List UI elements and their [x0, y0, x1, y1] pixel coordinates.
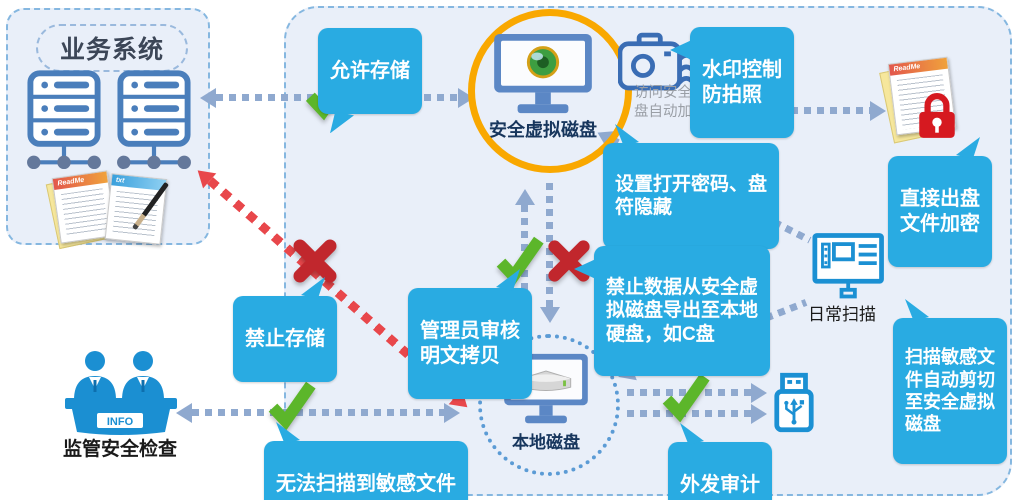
arrow-local-to-usb-2 — [627, 403, 767, 424]
daily-scan-label: 日常扫描 — [808, 305, 876, 324]
regulator-desk-icon: INFO — [65, 351, 177, 435]
bubble-forbid-store-text: 禁止存储 — [245, 327, 325, 350]
check-icon-cannot-scan — [268, 381, 316, 431]
daily-scan-computer-icon — [812, 233, 884, 299]
secure-disk-highlight-circle — [468, 9, 632, 173]
bubble-set-password: 设置打开密码、盘 符隐藏 — [603, 124, 780, 250]
bubble-watermark-control: 水印控制 防拍照 — [670, 27, 794, 139]
bubble-direct-encrypt: 直接出盘 文件加密 — [888, 137, 992, 268]
cross-icon-forbid-export — [548, 240, 590, 282]
secure-disk-label: 安全虚拟磁盘 — [489, 120, 597, 140]
local-disk-dotted-circle — [478, 334, 620, 476]
bubble-outgoing-audit-text: 外发审计 — [680, 473, 760, 496]
bubble-allow-store: 允许存储 — [318, 28, 422, 134]
business-system-panel: 业务系统 ReadMe — [6, 8, 210, 250]
bubble-forbid-export: 禁止数据从安全虚 拟磁盘导出至本地 硬盘，如C盘 — [574, 246, 771, 376]
cross-icon-forbid-store — [293, 239, 337, 283]
usb-drive-icon — [774, 372, 814, 433]
business-system-title: 业务系统 — [36, 24, 188, 72]
bubble-set-password-text: 设置打开密码、盘 符隐藏 — [615, 173, 768, 219]
bubble-admin-review-text: 管理员审核 明文拷贝 — [420, 319, 520, 367]
bubble-outgoing-audit: 外发审计 — [668, 423, 772, 500]
check-icon-outgoing-audit — [662, 373, 710, 423]
bubble-cannot-scan: 无法扫描到敏感文件 — [264, 422, 468, 500]
document-text-lines — [60, 188, 109, 238]
arrow-regulator-local — [176, 402, 460, 423]
regulator-label: 监管安全检查 — [62, 439, 177, 460]
bubble-forbid-export-text: 禁止数据从安全虚 拟磁盘导出至本地 硬盘，如C盘 — [606, 276, 759, 345]
bubble-watermark-control-text: 水印控制 防拍照 — [702, 58, 782, 106]
check-icon-admin-review — [496, 236, 544, 286]
bubble-forbid-store: 禁止存储 — [233, 277, 337, 383]
bubble-direct-encrypt-text: 直接出盘 文件加密 — [900, 187, 980, 235]
secure-disk-monitor-icon — [494, 33, 592, 114]
bubble-scan-cut: 扫描敏感文 件自动剪切 至安全虚拟 磁盘 — [893, 299, 1007, 464]
bubble-admin-review: 管理员审核 明文拷贝 — [408, 269, 532, 400]
bubble-cannot-scan-text: 无法扫描到敏感文件 — [276, 472, 456, 495]
bubble-scan-cut-text: 扫描敏感文 件自动剪切 至安全虚拟 磁盘 — [905, 347, 995, 435]
red-lock-icon — [919, 93, 955, 138]
local-disk-label: 本地磁盘 — [512, 433, 580, 452]
txt-document-title: txt — [111, 174, 167, 191]
server-icon — [117, 70, 191, 170]
info-desk-sign: INFO — [107, 416, 134, 428]
arrow-watermark-lockeddoc — [752, 100, 886, 121]
server-icon — [27, 70, 101, 170]
bubble-allow-store-text: 允许存储 — [330, 59, 410, 82]
txt-document-icon: txt — [104, 173, 168, 245]
